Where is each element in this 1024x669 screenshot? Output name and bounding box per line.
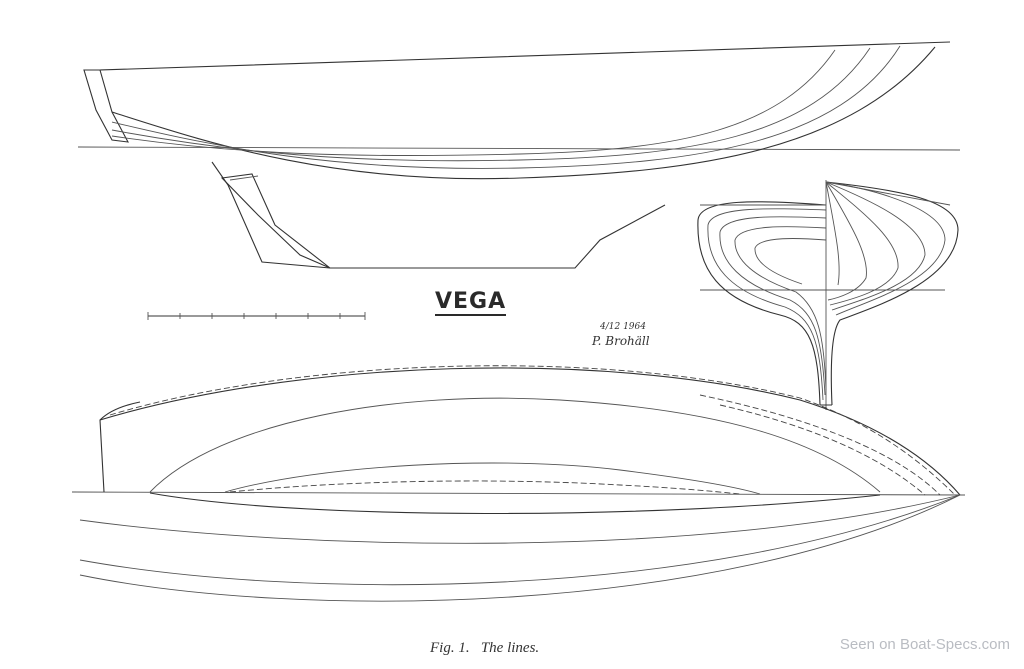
half-breadth-view [71, 365, 966, 602]
boat-name-title: VEGA [435, 289, 507, 316]
hull-bottom-profile-2 [111, 45, 901, 169]
body-plan-outer-left [697, 201, 832, 406]
drawing-date: 4/12 1964 [600, 322, 646, 332]
rudder-profile [220, 173, 331, 269]
hull-bottom-profile-3 [111, 47, 871, 162]
body-plan-outer-right [825, 181, 959, 406]
bow-stem [83, 69, 129, 143]
half-breadth-centerline [71, 491, 966, 496]
designer-signature: P. Brohäll [592, 334, 650, 348]
watermark-text: Seen on Boat-Specs.com [839, 636, 1010, 653]
rudder-stock [229, 175, 259, 181]
hull-outline-lower [149, 492, 881, 515]
hull-bottom-profile [111, 46, 936, 180]
figure-caption: Fig. 1. The lines. [430, 640, 540, 656]
deck-outline-upper [99, 367, 961, 496]
hull-bottom-profile-4 [111, 49, 836, 156]
scale-bar [147, 312, 366, 320]
body-plan-view [697, 180, 959, 410]
transom-plan [99, 401, 141, 493]
profile-view [77, 41, 961, 269]
